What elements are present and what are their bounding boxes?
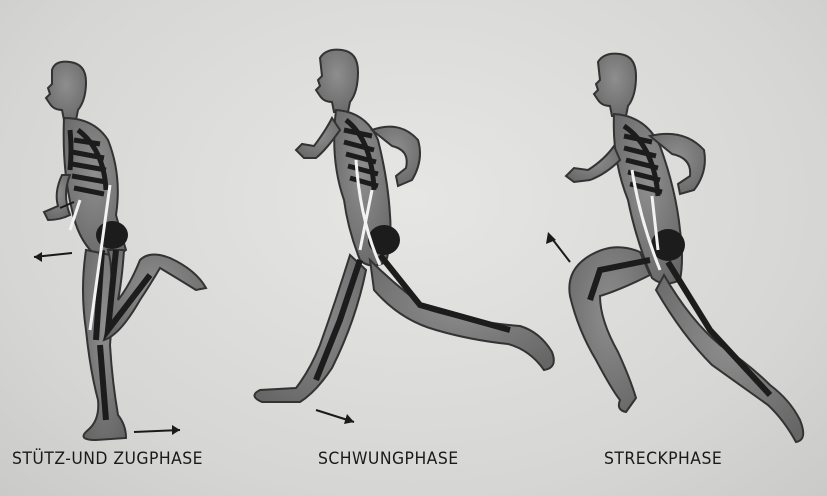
runner-figure-stuetz-zug (34, 62, 206, 440)
caption-streckphase: STRECKPHASE (604, 449, 722, 469)
caption-stuetz-zugphase: STÜTZ-UND ZUGPHASE (12, 449, 203, 469)
caption-schwungphase: SCHWUNGPHASE (318, 449, 459, 469)
runner-figure-streck (546, 54, 803, 442)
runner-figure-schwung (254, 50, 553, 424)
